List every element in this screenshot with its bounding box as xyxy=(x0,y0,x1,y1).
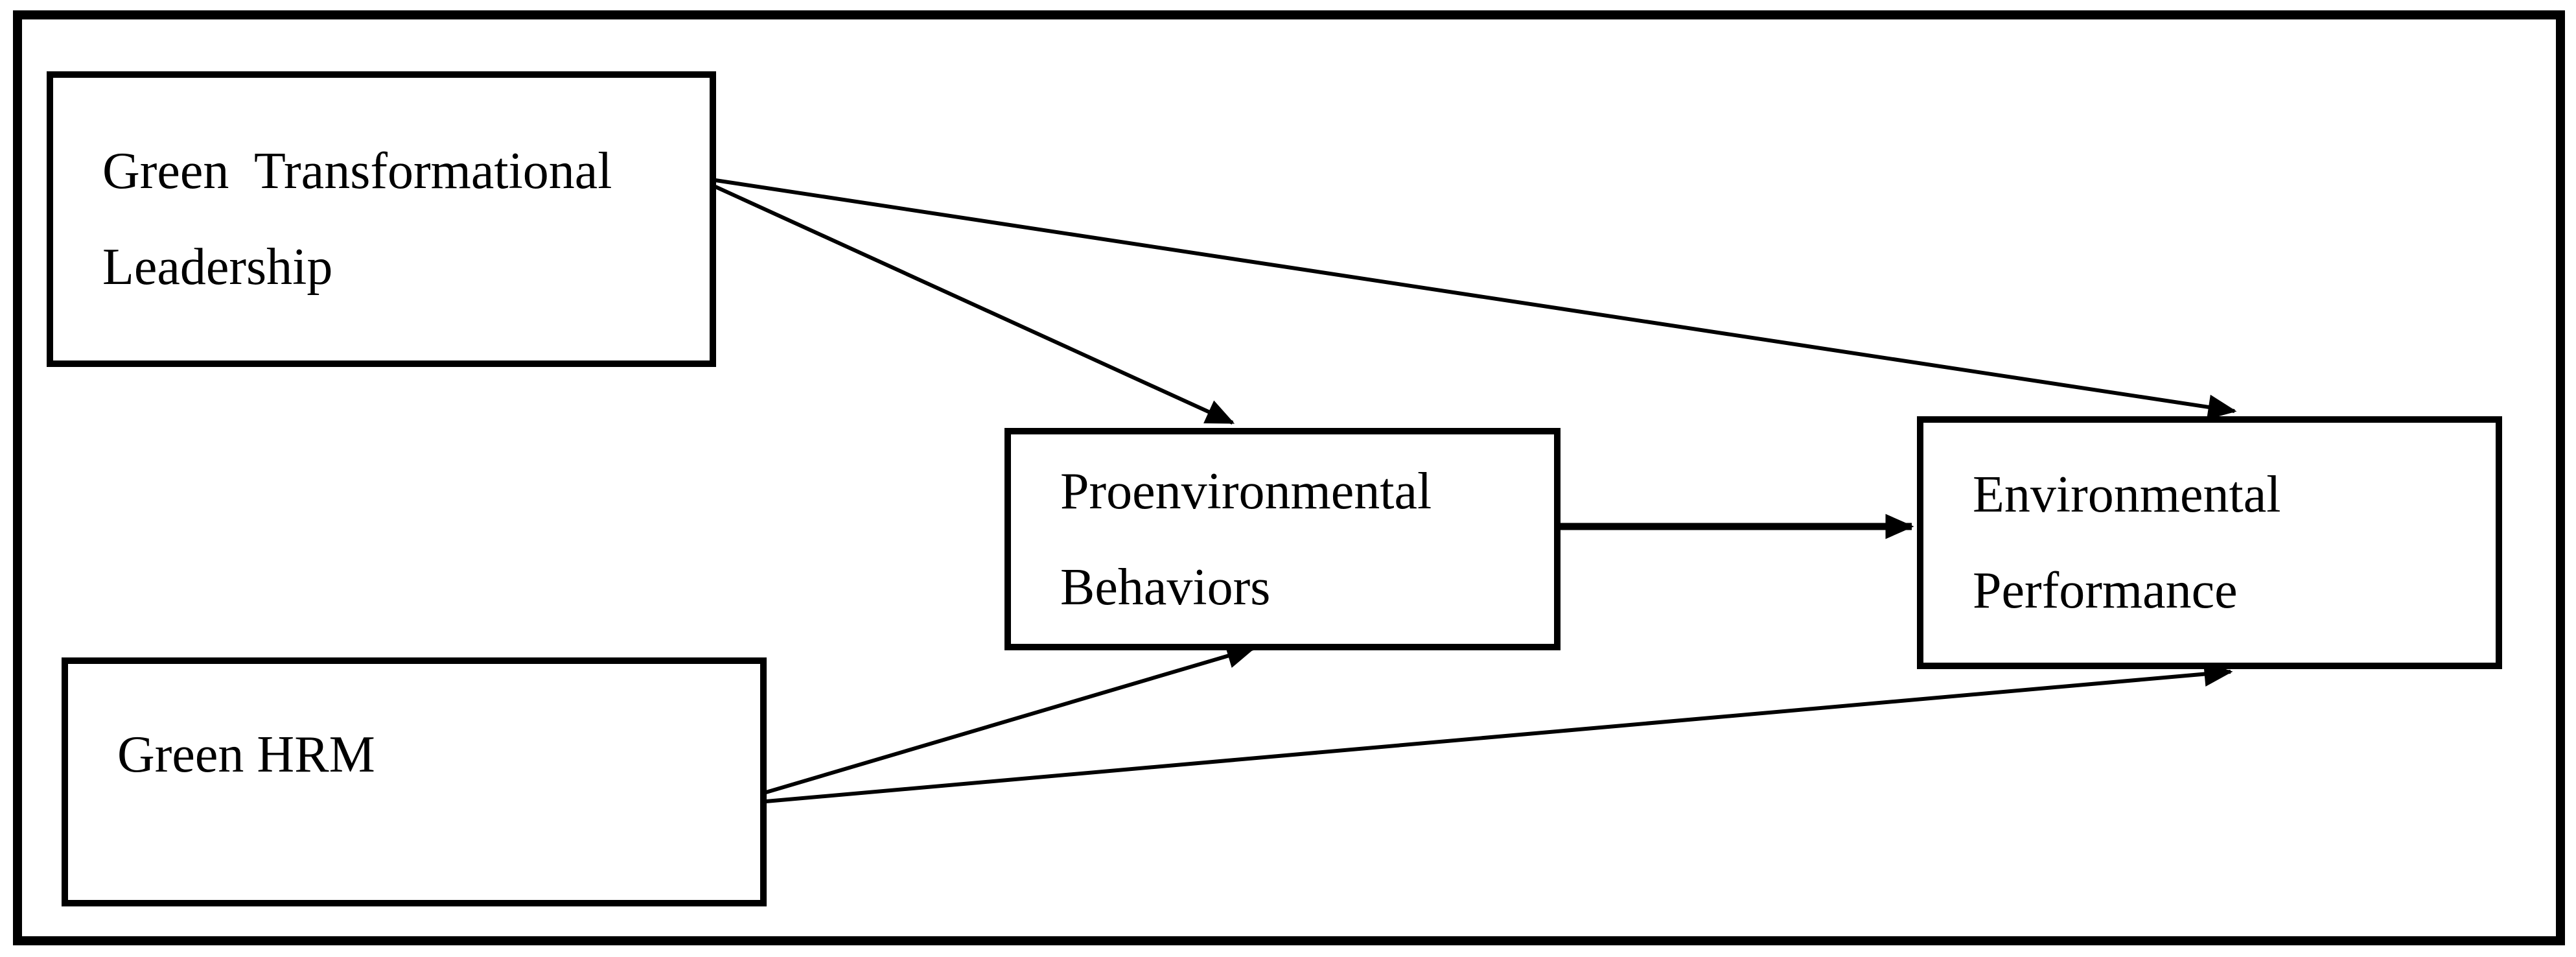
edge-gtl-to-pb-arrow xyxy=(714,185,1235,425)
node-label-line: Leadership xyxy=(102,239,333,296)
node-label-line: Behaviors xyxy=(1060,558,1271,616)
node-label-line: Proenvironmental xyxy=(1060,462,1432,520)
node-environmental-performance: Environmental Performance xyxy=(1917,416,2502,669)
node-label-line: Performance xyxy=(1973,562,2238,619)
node-green-transformational-leadership: Green Transformational Leadership xyxy=(47,71,716,367)
node-label-line: Environmental xyxy=(1973,466,2281,523)
figure-outer-border xyxy=(13,10,2565,945)
node-label-line: Green HRM xyxy=(117,726,375,783)
node-green-hrm: Green HRM xyxy=(62,657,767,906)
node-label-line: Green Transformational xyxy=(102,143,612,200)
edge-ghrm-to-pb-arrow xyxy=(765,643,1256,794)
node-proenvironmental-behaviors: Proenvironmental Behaviors xyxy=(1004,428,1561,650)
edge-gtl-to-ep-arrow xyxy=(715,178,2237,420)
edge-ghrm-to-ep-arrow xyxy=(765,661,2233,803)
